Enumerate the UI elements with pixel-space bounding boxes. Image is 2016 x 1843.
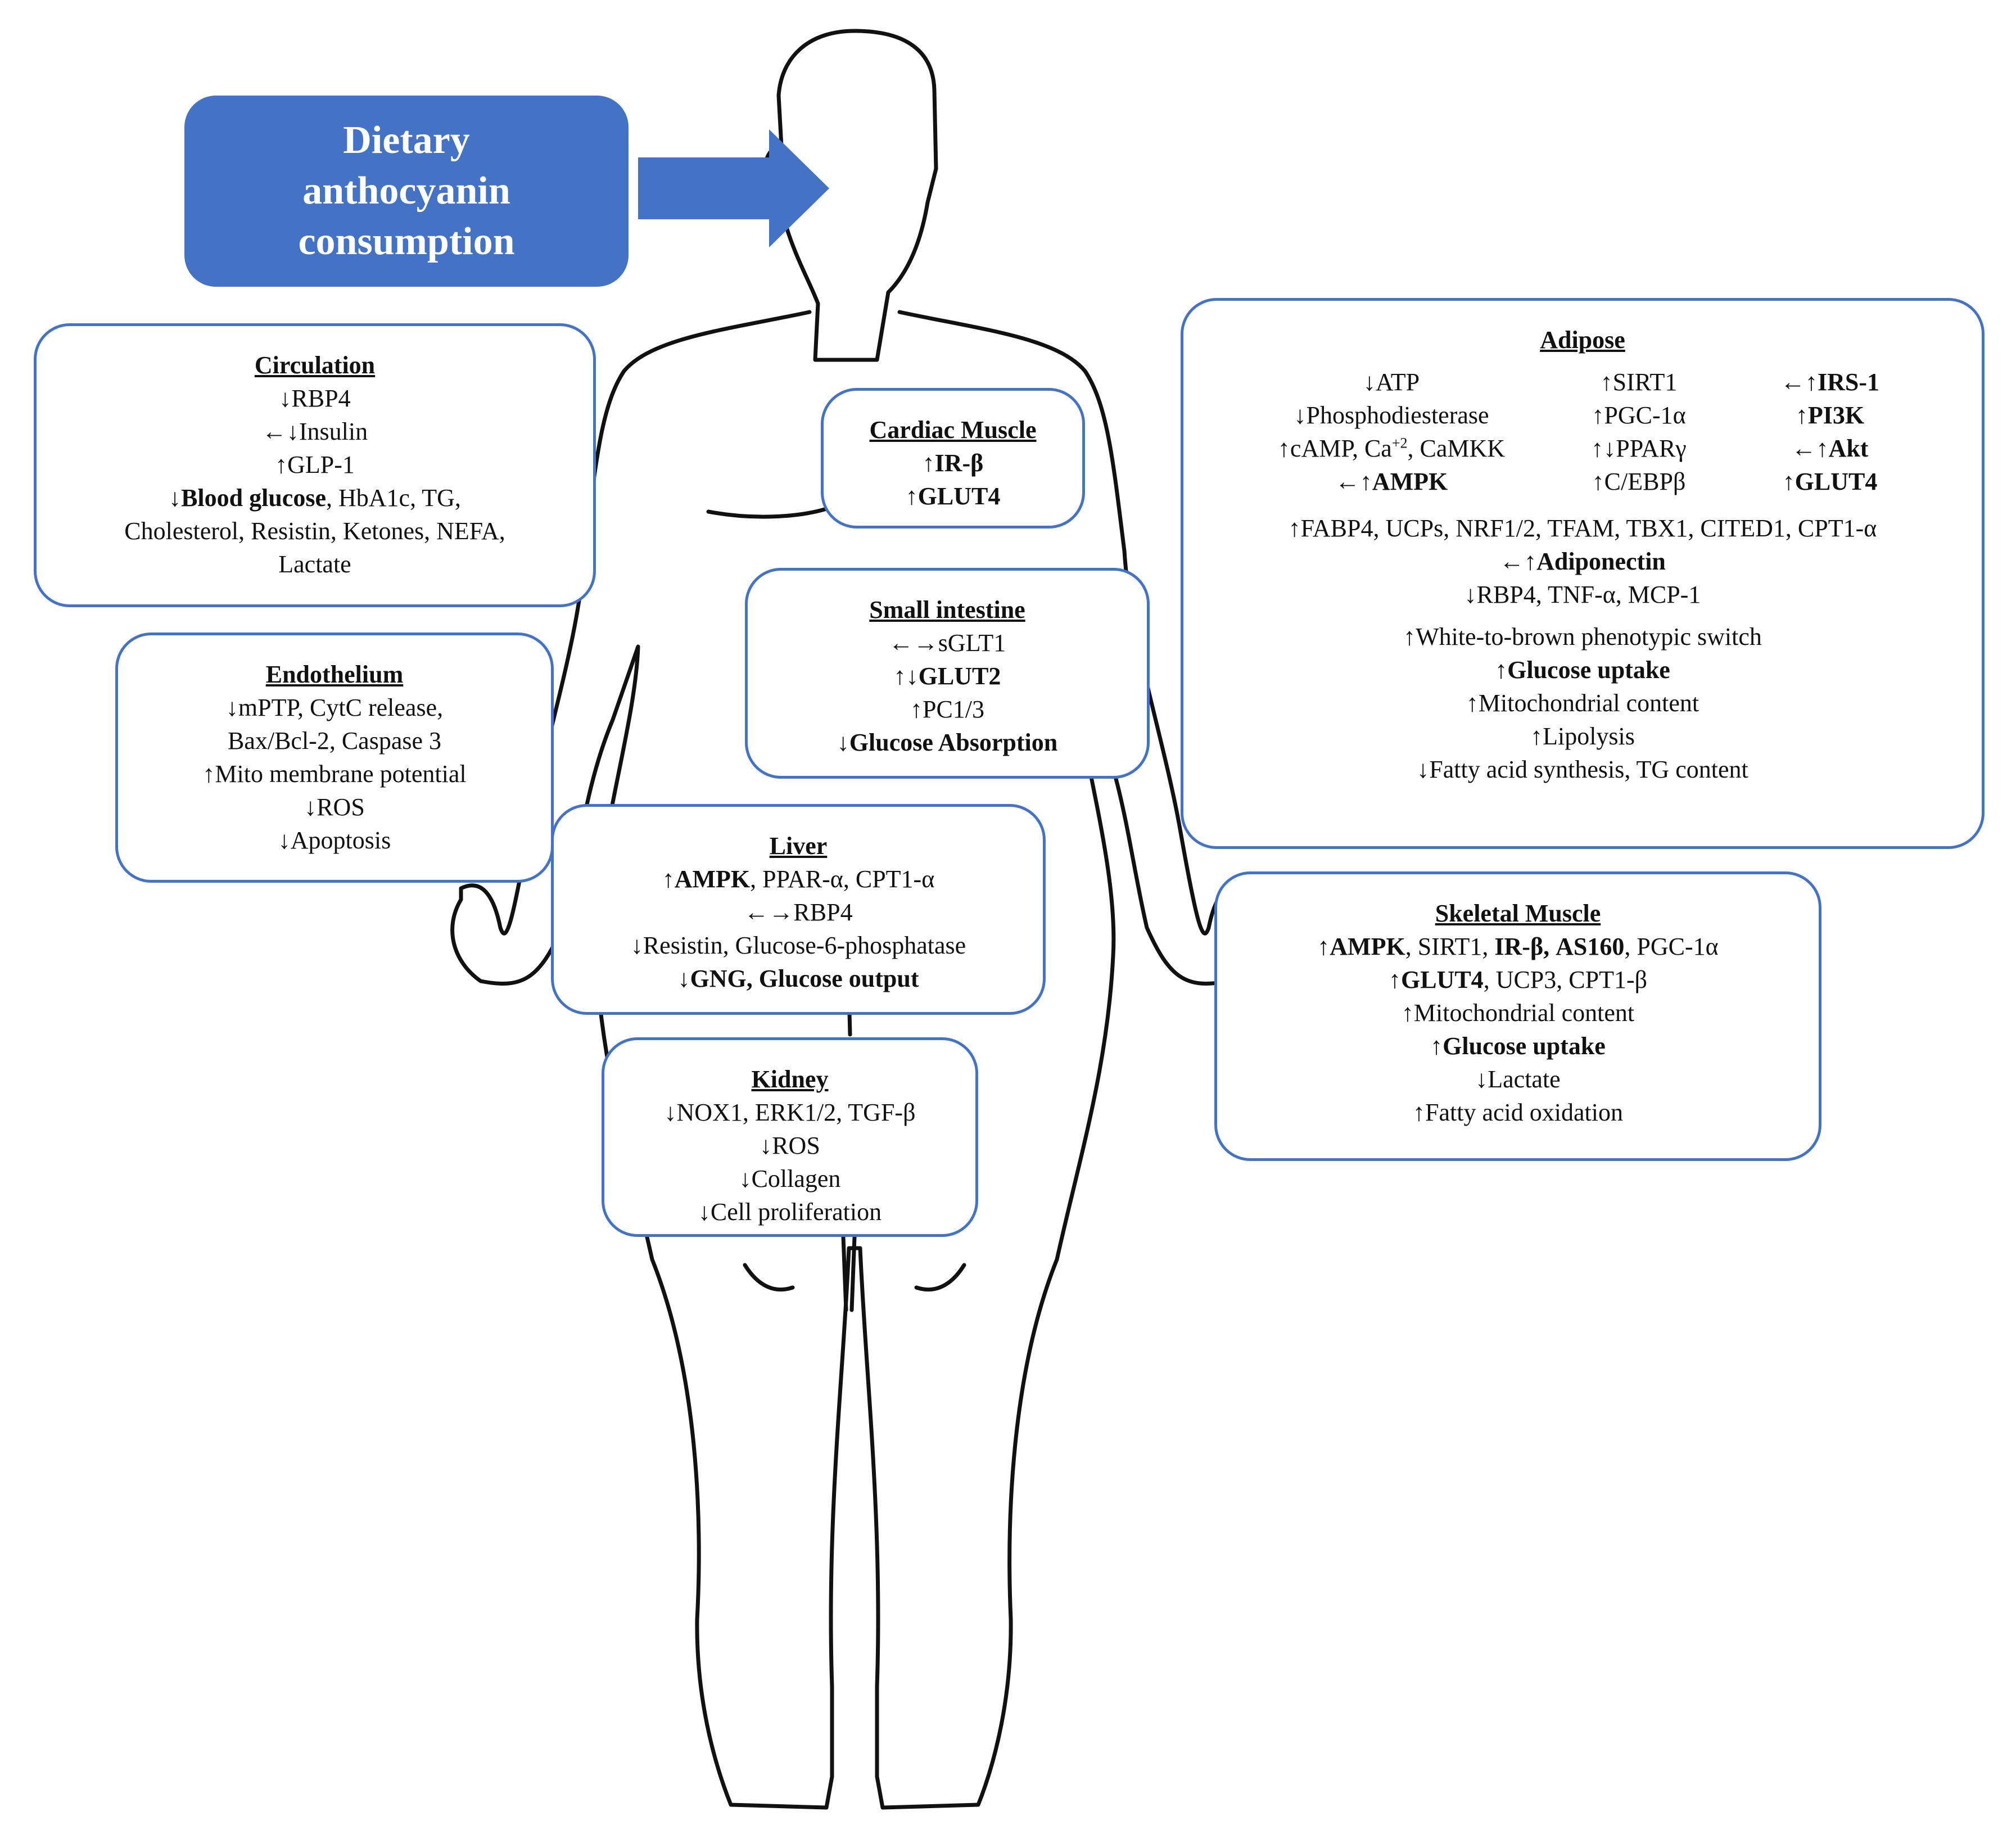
adipose-title: Adipose	[1540, 326, 1625, 354]
adipose-item: ↑C/EBPβ	[1592, 468, 1686, 495]
circulation-item: Cholesterol, Resistin, Ketones, NEFA,	[124, 517, 505, 545]
skeletal-item-bold: ↑AMPK	[1317, 933, 1405, 960]
adipose-camp-text: ↑cAMP, Ca	[1277, 435, 1392, 462]
endothelium-item: ↓ROS	[304, 793, 365, 821]
circulation-item: ←↓Insulin	[261, 418, 368, 445]
small-intestine-item: ↓Glucose Absorption	[837, 729, 1058, 756]
liver-item-bold: ↑AMPK	[662, 865, 751, 893]
endothelium-item: ↓mPTP, CytC release,	[225, 694, 444, 721]
adipose-item: ↓Fatty acid synthesis, TG content	[1417, 756, 1748, 783]
adipose-item: ↑↓PPARγ	[1591, 435, 1687, 462]
circulation-item-rest: , HbA1c, TG,	[326, 484, 461, 512]
adipose-item: ↓RBP4, TNF-α, MCP-1	[1464, 581, 1701, 608]
knee-line-right	[914, 1263, 966, 1292]
adipose-item: ←↑Adiponectin	[1499, 548, 1666, 575]
liver-item: ↓Resistin, Glucose-6-phosphatase	[630, 932, 966, 959]
kidney-item: ↓Cell proliferation	[698, 1198, 882, 1226]
small-intestine-title: Small intestine	[869, 596, 1025, 624]
liver-item: ↓GNG, Glucose output	[677, 965, 919, 992]
endothelium-item: ↑Mito membrane potential	[202, 760, 467, 788]
adipose-box: Adipose ↓ATP ↑SIRT1 ←↑IRS-1 ↓Phosphodies…	[1181, 298, 1985, 849]
circulation-item-bold: ↓Blood glucose	[169, 484, 326, 512]
endothelium-item: ↓Apoptosis	[278, 826, 391, 854]
groin-line-right	[849, 1235, 857, 1312]
skeletal-item: ↑Mitochondrial content	[1401, 999, 1635, 1027]
endothelium-box: Endothelium ↓mPTP, CytC release, Bax/Bcl…	[115, 633, 554, 883]
intake-line-2: anthocyanin	[302, 169, 510, 213]
circulation-item: ↓Blood glucose, HbA1c, TG,	[169, 481, 461, 514]
skeletal-item-rest: , SIRT1,	[1405, 933, 1495, 960]
intake-arrow	[638, 129, 829, 247]
groin-line-left	[841, 1235, 848, 1312]
kidney-item: ↓NOX1, ERK1/2, TGF-β	[664, 1099, 916, 1126]
skeletal-item: ↑GLUT4, UCP3, CPT1-β	[1389, 963, 1647, 996]
small-intestine-box: Small intestine ←→sGLT1 ↑↓GLUT2 ↑PC1/3 ↓…	[745, 568, 1150, 779]
skeletal-muscle-box: Skeletal Muscle ↑AMPK, SIRT1, IR-β, AS16…	[1214, 871, 1821, 1161]
skeletal-title: Skeletal Muscle	[1435, 900, 1601, 927]
skeletal-item-rest: , UCP3, CPT1-β	[1483, 966, 1648, 993]
adipose-item: ↑Mitochondrial content	[1466, 689, 1699, 717]
small-intestine-item: ↑PC1/3	[910, 695, 985, 723]
adipose-item: ↑White-to-brown phenotypic switch	[1403, 623, 1762, 651]
kidney-item: ↓ROS	[760, 1132, 820, 1159]
small-intestine-item: ↑↓GLUT2	[893, 662, 1001, 690]
adipose-item: ↑cAMP, Ca+2, CaMKK	[1278, 432, 1505, 465]
liver-box: Liver ↑AMPK, PPAR-α, CPT1-α ←→RBP4 ↓Resi…	[551, 804, 1046, 1015]
endothelium-title: Endothelium	[265, 661, 404, 688]
kidney-box: Kidney ↓NOX1, ERK1/2, TGF-β ↓ROS ↓Collag…	[602, 1037, 978, 1237]
circulation-title: Circulation	[254, 351, 376, 379]
cardiac-title: Cardiac Muscle	[869, 416, 1037, 444]
kidney-item: ↓Collagen	[739, 1165, 841, 1192]
cardiac-item: ↑GLUT4	[905, 482, 1001, 510]
liver-item-rest: , PPAR-α, CPT1-α	[750, 865, 935, 893]
cardiac-muscle-box: Cardiac Muscle ↑IR-β ↑GLUT4	[821, 388, 1085, 528]
skeletal-item: ↑Fatty acid oxidation	[1413, 1099, 1623, 1126]
adipose-item: ↑SIRT1	[1600, 368, 1678, 396]
adipose-item: ↑PI3K	[1795, 401, 1865, 429]
liver-title: Liver	[769, 832, 828, 860]
adipose-item: ←↑AMPK	[1335, 468, 1448, 495]
circulation-item: Lactate	[278, 550, 351, 578]
endothelium-item: Bax/Bcl-2, Caspase 3	[227, 727, 442, 755]
skeletal-item-bold: ↑GLUT4	[1388, 966, 1484, 993]
intake-line-3: consumption	[298, 220, 515, 263]
liver-item: ←→RBP4	[744, 898, 853, 926]
adipose-item: ↓Phosphodiesterase	[1294, 401, 1489, 429]
skeletal-item: ↑Glucose uptake	[1430, 1032, 1606, 1060]
adipose-grid: ↓ATP ↑SIRT1 ←↑IRS-1 ↓Phosphodiesterase ↑…	[1245, 365, 1920, 498]
kidney-title: Kidney	[751, 1065, 829, 1093]
circulation-item: ↑GLP-1	[275, 451, 355, 478]
adipose-ca-charge: +2	[1391, 435, 1408, 451]
adipose-item: ↑FABP4, UCPs, NRF1/2, TFAM, TBX1, CITED1…	[1288, 514, 1877, 542]
adipose-item: ↑Lipolysis	[1530, 722, 1635, 750]
intake-line-1: Dietary	[343, 119, 470, 162]
chest-line	[706, 507, 829, 519]
adipose-item: ↑PGC-1α	[1592, 401, 1686, 429]
skeletal-item-rest: , PGC-1α	[1624, 933, 1719, 960]
circulation-box: Circulation ↓RBP4 ←↓Insulin ↑GLP-1 ↓Bloo…	[34, 323, 596, 607]
adipose-item: ↑GLUT4	[1782, 468, 1878, 495]
cardiac-item: ↑IR-β	[922, 449, 984, 477]
adipose-item: ←↑Akt	[1791, 435, 1869, 462]
adipose-camkk-text: , CaMKK	[1407, 435, 1506, 462]
skeletal-item-bold: IR-β, AS160	[1494, 933, 1625, 960]
adipose-item: ↓ATP	[1363, 368, 1420, 396]
adipose-item: ↑Glucose uptake	[1495, 656, 1670, 684]
head-outline	[763, 29, 938, 362]
skeletal-item: ↑AMPK, SIRT1, IR-β, AS160, PGC-1α	[1317, 930, 1718, 963]
knee-line-left	[743, 1263, 795, 1292]
liver-item: ↑AMPK, PPAR-α, CPT1-α	[662, 862, 935, 896]
circulation-item: ↓RBP4	[279, 385, 351, 412]
small-intestine-item: ←→sGLT1	[888, 629, 1006, 657]
adipose-item: ←↑IRS-1	[1780, 368, 1880, 396]
skeletal-item: ↓Lactate	[1475, 1065, 1561, 1093]
dietary-anthocyanin-box: Dietary anthocyanin consumption	[184, 96, 629, 287]
